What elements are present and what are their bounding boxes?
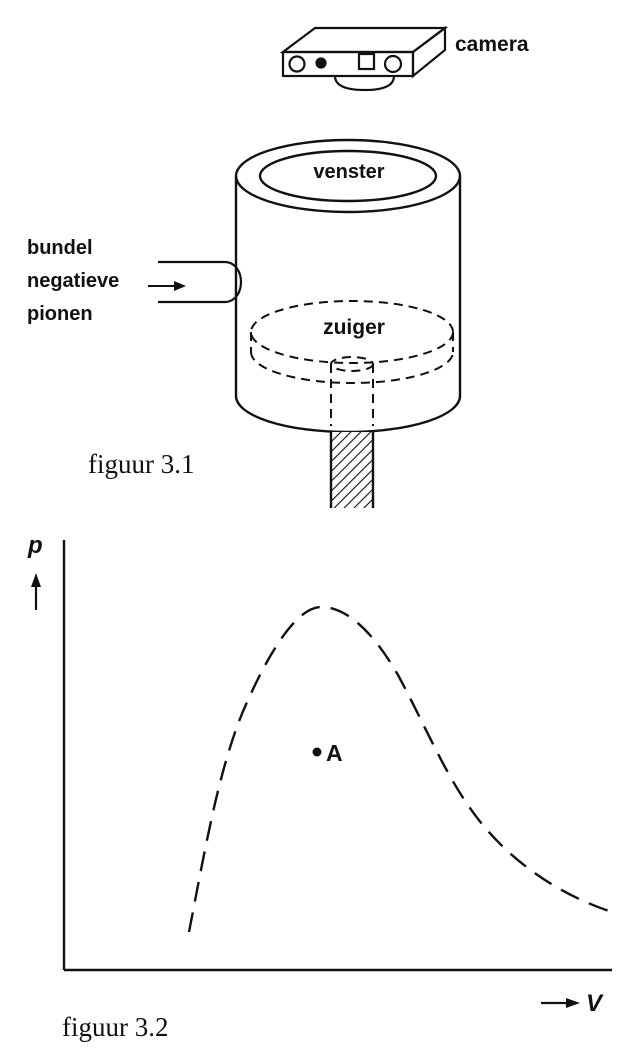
figure-3-2: p V A figuur 3.2 — [27, 532, 613, 1042]
chamber-cylinder — [234, 138, 462, 434]
window-label: venster — [313, 161, 384, 183]
y-axis-label: p — [27, 532, 43, 559]
figure-3-2-caption: figuur 3.2 — [62, 1012, 168, 1042]
y-axis-arrow — [31, 573, 41, 610]
x-axis-arrow — [541, 998, 580, 1008]
point-a-marker — [312, 747, 322, 757]
beam-label-line-2: negatieve — [27, 270, 119, 292]
beam-arrow — [148, 281, 186, 291]
camera-label: camera — [455, 33, 529, 56]
figure-3-1-caption: figuur 3.1 — [88, 449, 194, 479]
point-a-label: A — [326, 740, 343, 766]
beam-tube — [158, 260, 242, 304]
piston-label: zuiger — [323, 316, 385, 339]
camera-icon — [279, 25, 449, 92]
dashed-curve — [187, 605, 613, 933]
beam-label-line-3: pionen — [27, 303, 93, 325]
piston-rod — [329, 432, 375, 508]
window-ellipse — [258, 149, 438, 203]
x-axis-label: V — [586, 990, 604, 1017]
figure-3-1: camera venster zuiger — [27, 25, 529, 508]
beam-label-line-1: bundel — [27, 237, 93, 259]
piston-disc — [250, 300, 454, 426]
